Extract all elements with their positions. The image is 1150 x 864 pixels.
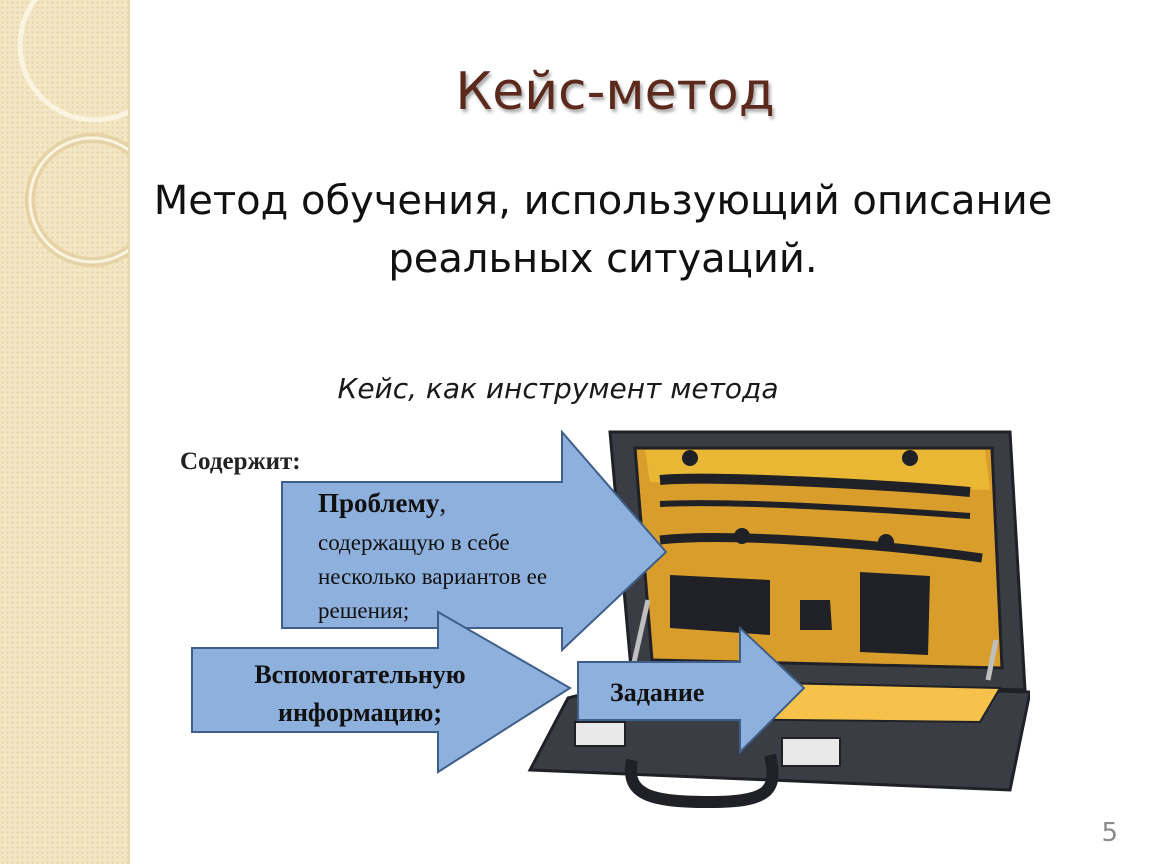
contains-label: Содержит:	[180, 448, 301, 475]
problem-desc-line-1: содержащую в себе	[318, 530, 510, 555]
problem-title-text: Проблему	[318, 488, 440, 518]
case-diagram: Содержит: Проблему, содержащую в себе не…	[170, 430, 1030, 810]
aux-line-1: Вспомогательную	[254, 660, 466, 689]
problem-arrow-icon	[281, 430, 668, 653]
task-label: Задание	[610, 678, 705, 707]
aux-line-2: информацию;	[277, 698, 443, 727]
auxiliary-arrow-icon	[191, 610, 572, 774]
problem-description: содержащую в себе несколько вариантов ее…	[318, 526, 618, 628]
decorative-sidebar	[0, 0, 130, 864]
slide-caption: Кейс, как инструмент метода	[337, 372, 779, 405]
slide-title: Кейс-метод	[455, 62, 775, 122]
page-number: 5	[1101, 818, 1118, 848]
briefcase-icon	[527, 430, 1030, 809]
problem-desc-line-2: несколько вариантов ее	[318, 564, 548, 589]
slide-subtitle: Метод обучения, использующий описание ре…	[128, 172, 1078, 288]
task-arrow-icon	[577, 625, 806, 755]
problem-desc-line-3: решения;	[318, 598, 410, 623]
briefcase-illustration	[191, 430, 1030, 809]
subtitle-line-2: реальных ситуаций.	[388, 236, 818, 282]
auxiliary-info-label: Вспомогательную информацию;	[200, 656, 520, 732]
problem-title-suffix: ,	[439, 488, 447, 518]
subtitle-line-1: Метод обучения, использующий описание	[153, 178, 1053, 224]
ring-decoration-icon	[17, 0, 128, 267]
problem-title: Проблему,	[318, 488, 446, 519]
